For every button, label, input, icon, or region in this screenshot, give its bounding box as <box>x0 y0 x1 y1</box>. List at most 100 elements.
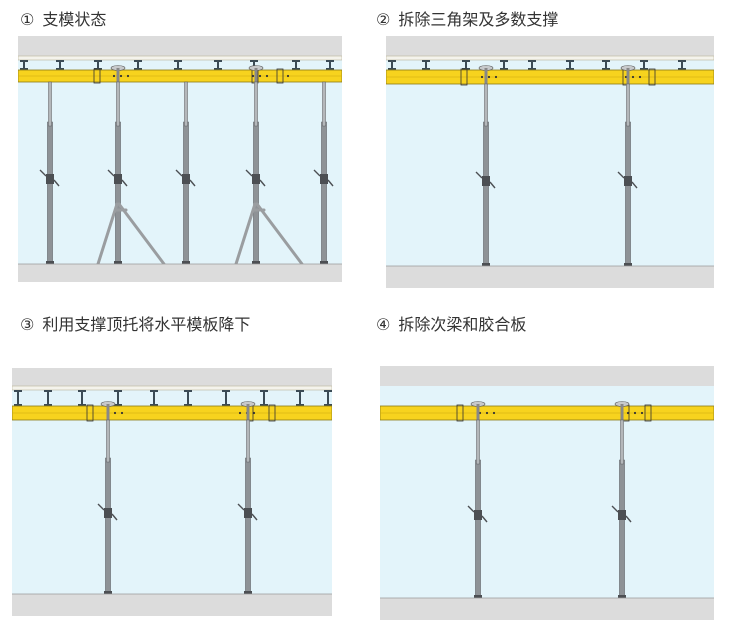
joist-web <box>569 62 571 68</box>
prop-base-plate <box>252 261 260 264</box>
joist-web <box>137 62 139 68</box>
joist-flange-bottom <box>678 68 686 70</box>
beam-splice <box>644 404 652 422</box>
prop-collar <box>252 174 260 184</box>
plywood-deck <box>386 55 714 61</box>
joist-flange-top <box>528 60 536 62</box>
beam-bolt-hole <box>113 411 117 415</box>
joist-web <box>217 62 219 68</box>
formwork-illustration-1 <box>18 36 342 282</box>
panel-3-title: 利用支撑顶托将水平模板降下 <box>42 317 251 334</box>
joist-web <box>253 62 255 68</box>
formwork-illustration-3 <box>12 368 332 616</box>
joist-flange-bottom <box>292 68 300 70</box>
panel-4-number: ④ <box>376 317 391 334</box>
beam-bolt-hole <box>251 74 255 78</box>
joist-flange-top <box>56 60 64 62</box>
joist-flange-bottom <box>640 68 648 70</box>
beam-bolt-hole <box>492 411 496 415</box>
joist-flange-top <box>602 60 610 62</box>
joist-web <box>263 392 265 404</box>
joist-flange-top <box>222 390 230 392</box>
prop-inner-tube <box>484 83 488 127</box>
prop-collar <box>474 510 482 520</box>
panel-2-diagram <box>386 36 714 288</box>
beam-bolt-hole <box>633 411 637 415</box>
panel-1-number: ① <box>20 12 35 29</box>
prop-collar <box>46 174 54 184</box>
beam-splice <box>268 404 276 422</box>
beam-bolt-hole <box>119 74 123 78</box>
prop-collar-handle <box>39 169 60 187</box>
background <box>12 368 332 616</box>
beam-bolt-hole <box>120 411 124 415</box>
prop-head-spindle <box>246 404 250 422</box>
joist-flange-top <box>44 390 52 392</box>
joist-flange-top <box>678 60 686 62</box>
prop-base-plate <box>320 261 328 264</box>
beam-bolt-hole <box>112 74 116 78</box>
panel-2-number: ② <box>376 12 391 29</box>
joist-web <box>187 392 189 404</box>
beam-bolt-hole <box>494 75 498 79</box>
joist-web <box>327 392 329 404</box>
prop-head-spindle <box>626 68 630 86</box>
joist-flange-top <box>462 60 470 62</box>
joist-flange-bottom <box>20 68 28 70</box>
joist-flange-top <box>174 60 182 62</box>
prop-collar <box>320 174 328 184</box>
joist-web <box>23 62 25 68</box>
joist-flange-top <box>114 390 122 392</box>
joist-flange-top <box>14 390 22 392</box>
prop-tube <box>115 121 121 265</box>
joist-web <box>59 62 61 68</box>
prop-collar <box>624 176 632 186</box>
panel-4-title: 拆除次梁和胶合板 <box>398 317 527 334</box>
prop-tube <box>47 121 53 265</box>
prop-head-spindle <box>620 404 624 422</box>
joist-flange-top <box>326 60 334 62</box>
prop-inner-tube <box>106 419 110 463</box>
prop-inner-tube <box>620 419 624 465</box>
beam-splice <box>93 68 101 84</box>
prop-base-plate <box>104 591 112 594</box>
panel-4-caption: ④ 拆除次梁和胶合板 <box>376 311 526 335</box>
joist-web <box>225 392 227 404</box>
prop-collar-handle <box>97 503 118 521</box>
joist-web <box>97 62 99 68</box>
joist-flange-bottom <box>528 68 536 70</box>
ceiling-band <box>380 366 714 386</box>
joist-flange-bottom <box>602 68 610 70</box>
prop-collar-handle <box>107 169 128 187</box>
joist-flange-top <box>296 390 304 392</box>
beam-splice <box>648 68 656 86</box>
beam-splice <box>86 404 94 422</box>
prop-collar-handle <box>313 169 334 187</box>
panel-4-diagram <box>380 366 714 620</box>
joist-flange-bottom <box>422 68 430 70</box>
joist-flange-bottom <box>324 404 332 406</box>
prop-tube <box>321 121 327 265</box>
beam-bolt-hole <box>626 411 630 415</box>
joist-web <box>643 62 645 68</box>
beam-splice <box>276 68 284 84</box>
joist-web <box>391 62 393 68</box>
ceiling-band <box>18 36 342 56</box>
joist-flange-bottom <box>78 404 86 406</box>
panel-3-diagram <box>12 368 332 616</box>
joist-flange-top <box>78 390 86 392</box>
joist-flange-top <box>150 390 158 392</box>
joist-flange-bottom <box>260 404 268 406</box>
joist-flange-bottom <box>14 404 22 406</box>
prop-collar <box>104 508 112 518</box>
joist-flange-bottom <box>296 404 304 406</box>
joist-web <box>681 62 683 68</box>
beam-bolt-hole <box>480 75 484 79</box>
joist-flange-bottom <box>184 404 192 406</box>
prop-inner-tube <box>116 81 120 127</box>
joist-flange-top <box>214 60 222 62</box>
joist-flange-top <box>20 60 28 62</box>
beam-bolt-hole <box>286 74 290 78</box>
joist-flange-bottom <box>134 68 142 70</box>
prop-base-plate <box>482 263 490 266</box>
